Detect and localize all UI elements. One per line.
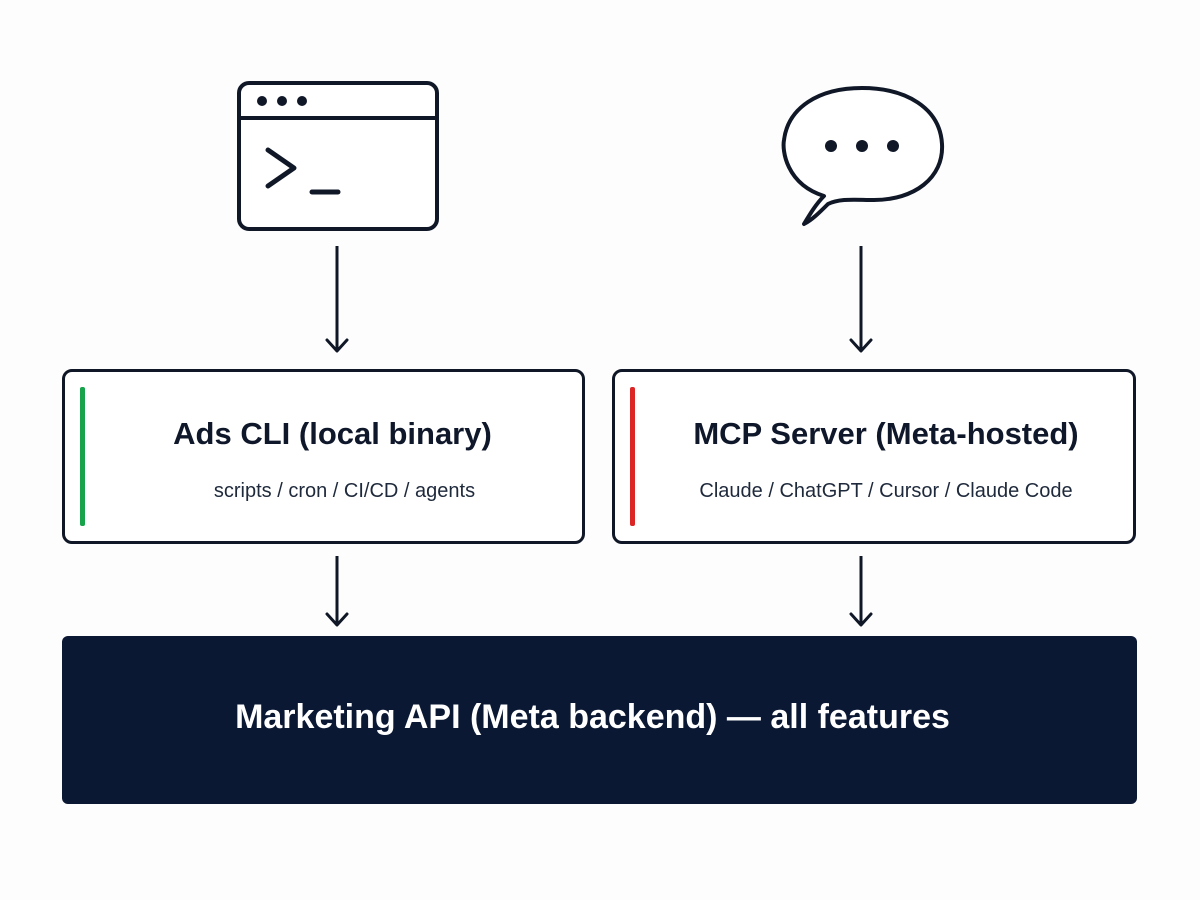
cli-subtitle: scripts / cron / CI/CD / agents <box>213 480 476 502</box>
cli-accent-bar <box>80 387 85 526</box>
terminal-window-icon <box>236 80 440 232</box>
arrow-terminal-to-cli <box>322 246 352 354</box>
chat-bubble-icon <box>780 84 946 230</box>
mcp-title: MCP Server (Meta-hosted) <box>693 416 1079 451</box>
cli-box: Ads CLI (local binary) scripts / cron / … <box>62 369 585 544</box>
mcp-box: MCP Server (Meta-hosted) Claude / ChatGP… <box>612 369 1136 544</box>
mcp-accent-bar <box>630 387 635 526</box>
mcp-subtitle: Claude / ChatGPT / Cursor / Claude Code <box>699 480 1073 502</box>
cli-title: Ads CLI (local binary) <box>173 416 492 451</box>
marketing-api-label: Marketing API (Meta backend) — all featu… <box>235 698 950 736</box>
arrow-chat-to-mcp <box>846 246 876 354</box>
arrow-mcp-to-api <box>846 556 876 628</box>
marketing-api-bar: Marketing API (Meta backend) — all featu… <box>62 636 1137 804</box>
arrow-cli-to-api <box>322 556 352 628</box>
